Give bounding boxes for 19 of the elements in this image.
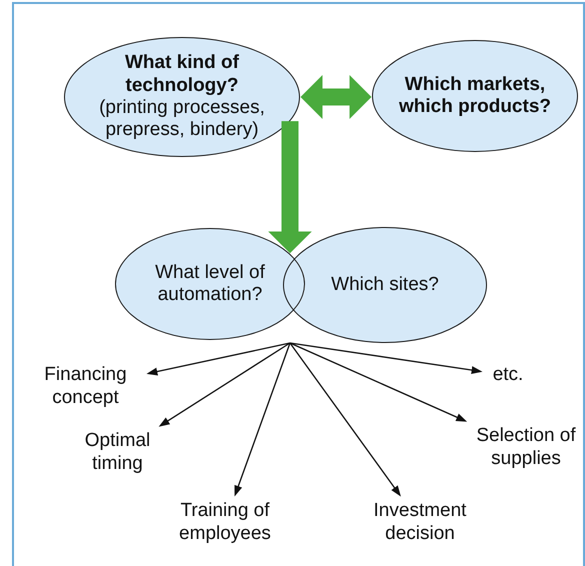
ellipse-text: Which sites? [331,274,439,296]
ellipse-heading: What kind of technology? [124,52,240,97]
text-label: Financing concept [28,364,143,410]
text-label: Training of employees [165,500,285,546]
double-arrow [300,75,372,119]
text-label: Optimal timing [70,430,165,476]
text-label: Selection of supplies [470,425,582,471]
arrow [146,342,290,376]
arrow [158,342,290,427]
ellipse-text: What level of automation? [154,262,266,306]
arrow [290,342,482,374]
text-label: Investment decision [360,500,480,546]
arrow [268,121,312,254]
ellipse-text: (printing processes, prepress, bindery) [98,97,266,142]
arrow [234,342,291,497]
ellipse-heading: Which markets, which products? [398,74,552,118]
arrow [290,342,468,422]
arrow [289,342,401,497]
text-label: etc. [486,364,530,387]
